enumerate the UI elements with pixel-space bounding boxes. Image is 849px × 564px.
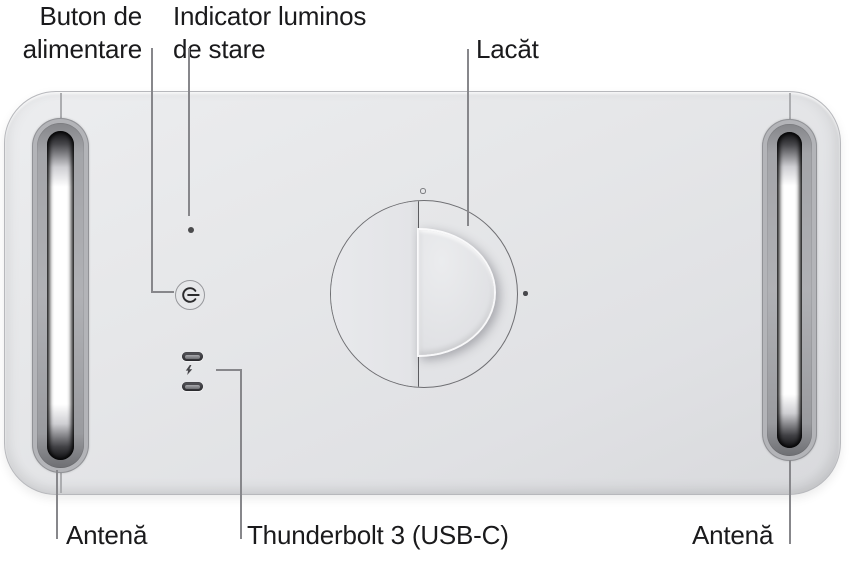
antenna-window [777,132,802,448]
thunderbolt-icon [185,365,193,375]
thunderbolt-port-2 [182,382,203,391]
label-thunderbolt: Thunderbolt 3 (USB-C) [247,520,509,550]
label-status-light: Indicator luminos de stare [173,0,366,66]
callout-line-power-button [151,48,174,293]
callout-line-antenna-right [788,460,791,544]
port-slot [185,384,200,389]
callout-line-thunderbolt [216,368,242,539]
port-slot [185,354,200,359]
label-antenna-right: Antenă [692,520,774,550]
antenna-seam-line [60,473,62,493]
latch-handle [419,230,494,355]
callout-line-latch [466,49,469,226]
mac-pro-case [4,91,841,495]
lock-position-mark-icon [523,291,528,296]
power-icon [181,286,200,303]
label-latch: Lacăt [476,34,539,64]
callout-line-antenna-left [55,470,58,539]
antenna-seam-line [789,93,791,120]
label-line: de stare [173,34,266,64]
latch-dial [330,200,518,388]
unlock-position-mark-icon [420,188,426,194]
label-line: alimentare [22,34,143,64]
power-button [175,280,205,310]
antenna-window [47,131,74,460]
antenna-left [32,118,89,473]
latch-plate [331,201,419,387]
label-antenna-left: Antenă [66,520,148,550]
thunderbolt-port-1 [182,352,203,361]
label-power-button: Buton de alimentare [0,0,143,66]
label-line: Indicator luminos [173,1,367,31]
antenna-seam-line [60,93,62,118]
label-line: Buton de [39,1,143,31]
status-light [188,227,194,233]
antenna-right [762,119,817,461]
latch-seam-line [418,201,420,387]
callout-line-status-light [188,48,191,216]
